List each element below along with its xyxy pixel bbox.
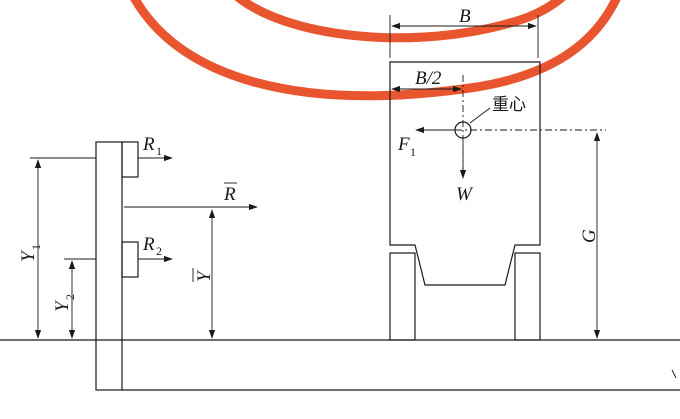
- center-of-gravity: 重心 F 1 W: [397, 75, 606, 205]
- dimension-Y-bar: Y: [192, 209, 216, 339]
- label-F1-sub: 1: [410, 145, 416, 159]
- dimension-B: B: [389, 6, 539, 58]
- mast: [95, 141, 139, 391]
- orange-rings: [130, 0, 621, 101]
- reaction-forces: R 1 R 2 R: [124, 134, 258, 263]
- label-center-of-gravity: 重心: [492, 95, 526, 115]
- lower-bracket: [121, 241, 139, 278]
- label-R2: R: [142, 234, 155, 255]
- label-Y1: Y: [18, 249, 39, 262]
- label-R2-sub: 2: [156, 244, 162, 258]
- label-B-half: B/2: [415, 68, 442, 89]
- upper-bracket: [121, 141, 139, 178]
- label-B: B: [459, 6, 471, 27]
- edge-tick: [671, 369, 677, 379]
- ground-plate: [0, 339, 680, 391]
- right-leg: [514, 252, 541, 341]
- label-W: W: [456, 184, 474, 205]
- label-Y-bar: Y: [194, 269, 215, 282]
- label-Y2: Y: [52, 299, 73, 312]
- dimension-Y1: Y 1: [18, 157, 96, 339]
- label-G: G: [579, 229, 600, 243]
- label-F1: F: [397, 134, 410, 155]
- label-Y2-sub: 2: [63, 294, 77, 300]
- label-R1: R: [142, 134, 155, 155]
- dimension-Y2: Y 2: [52, 258, 96, 339]
- dimension-G: G: [579, 132, 601, 339]
- label-R1-sub: 1: [156, 144, 162, 158]
- cog-leader: [469, 107, 491, 124]
- label-Y1-sub: 1: [29, 244, 43, 250]
- left-leg: [389, 252, 416, 341]
- load-body: [389, 61, 541, 341]
- dimension-B-half: B/2: [389, 68, 462, 110]
- label-R-bar: R: [223, 184, 236, 205]
